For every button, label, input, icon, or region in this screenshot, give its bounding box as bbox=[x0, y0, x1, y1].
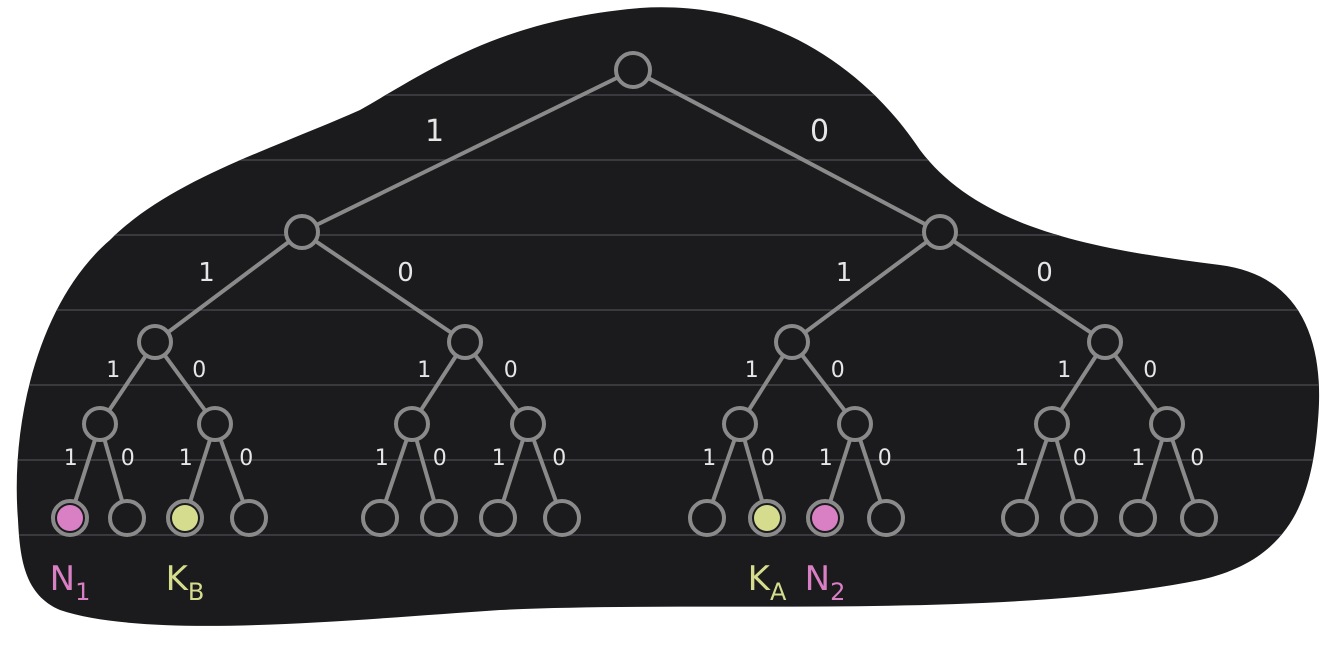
tree-node bbox=[1149, 406, 1185, 442]
leaf-annotation: N2 bbox=[805, 559, 846, 606]
edge-label-1: 1 bbox=[492, 446, 506, 471]
leaf-node bbox=[420, 499, 458, 537]
edge-label-0: 0 bbox=[810, 114, 829, 149]
tree-edge bbox=[938, 230, 1107, 344]
edge-label-0: 0 bbox=[504, 358, 518, 383]
leaf-node bbox=[230, 499, 268, 537]
tree-node bbox=[922, 214, 958, 250]
tree-edge bbox=[790, 230, 942, 344]
edge-label-0: 0 bbox=[831, 358, 845, 383]
leaf-node bbox=[1119, 499, 1157, 537]
tree-node bbox=[284, 214, 320, 250]
tree-edge bbox=[300, 230, 467, 344]
edge-label-0: 0 bbox=[1143, 358, 1157, 383]
edge-label-0: 0 bbox=[239, 446, 253, 471]
edge-label-1: 1 bbox=[836, 258, 853, 288]
edge-label-0: 0 bbox=[397, 258, 414, 288]
edge-label-1: 1 bbox=[1015, 446, 1029, 471]
highlighted-leaf-fill bbox=[57, 505, 83, 531]
leaf-node bbox=[543, 499, 581, 537]
edge-label-1: 1 bbox=[1057, 358, 1071, 383]
edge-label-0: 0 bbox=[121, 446, 135, 471]
chalkboard-background bbox=[16, 7, 1320, 626]
tree-node bbox=[447, 324, 483, 360]
edge-label-0: 0 bbox=[1190, 446, 1204, 471]
edge-label-1: 1 bbox=[702, 446, 716, 471]
tree-node bbox=[722, 406, 758, 442]
edge-label-0: 0 bbox=[1073, 446, 1087, 471]
leaf-node bbox=[479, 499, 517, 537]
edge-label-0: 0 bbox=[761, 446, 775, 471]
leaf-annotation: KA bbox=[748, 559, 787, 606]
edge-label-1: 1 bbox=[106, 358, 120, 383]
edge-label-0: 0 bbox=[878, 446, 892, 471]
tree-node bbox=[197, 406, 233, 442]
root-node bbox=[614, 51, 652, 89]
tree-nodes bbox=[51, 51, 1218, 537]
tree-edge bbox=[631, 68, 942, 234]
leaf-node bbox=[1180, 499, 1218, 537]
edge-label-1: 1 bbox=[819, 446, 833, 471]
leaf-node bbox=[1060, 499, 1098, 537]
edge-label-1: 1 bbox=[64, 446, 78, 471]
leaf-annotation: N1 bbox=[50, 559, 91, 606]
tree-edge bbox=[300, 68, 635, 234]
leaf-annotations: N1 KB KA N2 bbox=[50, 559, 846, 606]
edge-labels: 1 0 1 0 1 0 1 0 1 0 1 0 1 0 1 0 1 0 1 0 1 0 1 0 1 0 1 0 1 0 bbox=[64, 114, 1205, 471]
tree-node bbox=[82, 406, 118, 442]
highlighted-leaf-fill bbox=[812, 505, 838, 531]
highlighted-leaf-fill bbox=[754, 505, 780, 531]
tree-node bbox=[1034, 406, 1070, 442]
tree-node bbox=[394, 406, 430, 442]
leaf-node bbox=[108, 499, 146, 537]
edge-label-0: 0 bbox=[192, 358, 206, 383]
tree-node bbox=[837, 406, 873, 442]
leaf-node bbox=[688, 499, 726, 537]
leaf-node bbox=[867, 499, 905, 537]
edge-label-0: 0 bbox=[552, 446, 566, 471]
edge-label-1: 1 bbox=[198, 258, 215, 288]
edge-label-1: 1 bbox=[375, 446, 389, 471]
leaf-node bbox=[361, 499, 399, 537]
tree-node bbox=[137, 324, 173, 360]
edge-label-1: 1 bbox=[179, 446, 193, 471]
tree-node bbox=[774, 324, 810, 360]
tree-edge bbox=[153, 230, 304, 344]
leaf-annotation: KB bbox=[166, 559, 205, 606]
edge-label-0: 0 bbox=[1036, 258, 1053, 288]
highlighted-leaf-fill bbox=[172, 505, 198, 531]
leaf-node bbox=[1001, 499, 1039, 537]
edge-label-0: 0 bbox=[433, 446, 447, 471]
edge-label-1: 1 bbox=[1131, 446, 1145, 471]
edge-label-1: 1 bbox=[745, 358, 759, 383]
edge-label-1: 1 bbox=[425, 114, 444, 149]
edge-label-1: 1 bbox=[417, 358, 431, 383]
tree-node bbox=[510, 406, 546, 442]
tree-node bbox=[1087, 324, 1123, 360]
